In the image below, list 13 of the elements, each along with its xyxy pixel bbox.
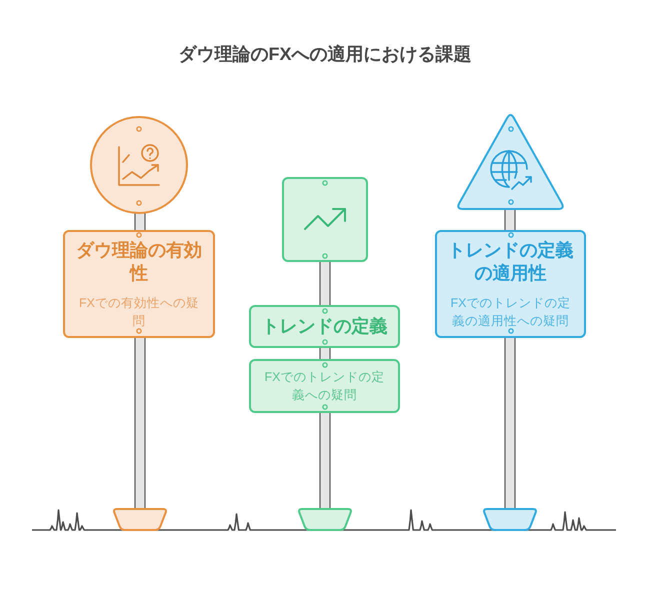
sign-plate: [249, 359, 400, 413]
sign-text: FXでのトレンドの定義の適用性への疑問: [450, 294, 572, 330]
sign-plate: [435, 230, 586, 338]
sign-heading: トレンドの定義: [260, 315, 388, 338]
triangle-sign: [455, 111, 566, 210]
square-sign: [282, 177, 368, 262]
diagram-title: ダウ理論のFXへの適用における課題: [178, 43, 472, 66]
sign-heading: トレンドの定義の適用性: [446, 238, 574, 284]
sign-text: FXでのトレンドの定義への疑問: [264, 369, 386, 404]
sign-plate: [63, 230, 215, 338]
sign-heading: ダウ理論の有効性: [75, 238, 203, 284]
sign-plate: [249, 305, 400, 348]
sign-text: FXでの有効性への疑問: [78, 294, 200, 330]
